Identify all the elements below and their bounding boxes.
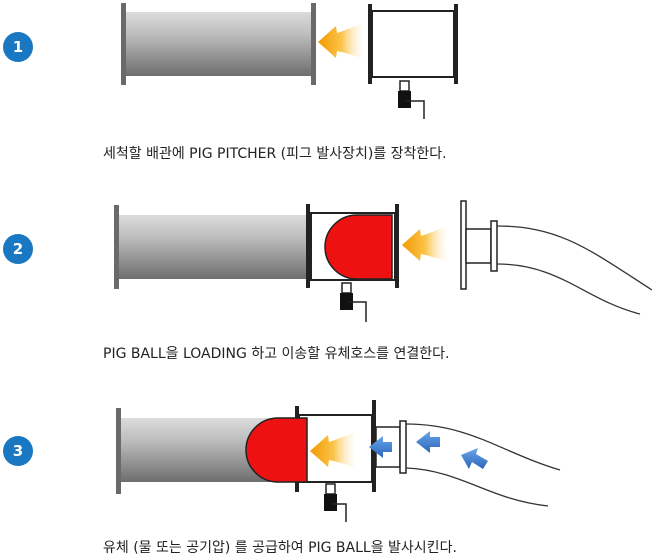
flow-arrow-orange	[318, 22, 365, 60]
fluid-hose	[496, 225, 652, 315]
hose-connector	[460, 200, 498, 290]
pig-ball	[245, 417, 308, 483]
step-badge-1: 1	[3, 32, 33, 62]
flow-arrow-blue	[369, 436, 392, 458]
step-badge-2: 2	[3, 234, 33, 264]
flow-arrow-orange	[402, 225, 449, 263]
fluid-hose	[405, 423, 561, 507]
flow-arrow-orange	[310, 431, 357, 469]
step-1-caption: 세척할 배관에 PIG PITCHER (피그 발사장치)를 장착한다.	[103, 146, 447, 162]
valve-handle	[398, 80, 425, 119]
valve-handle	[340, 282, 367, 322]
pipe	[114, 205, 312, 289]
valve-handle	[324, 483, 347, 522]
pig-pitcher	[368, 4, 458, 84]
step-2-illustration	[114, 200, 652, 322]
step-3-caption: 유체 (물 또는 공기압) 를 공급하여 PIG BALL을 발사시킨다.	[103, 540, 457, 556]
step-badge-3: 3	[3, 436, 33, 466]
step-3-illustration	[116, 400, 561, 522]
flow-arrow-blue	[461, 448, 488, 469]
step-1-illustration	[121, 3, 458, 119]
pig-ball	[324, 214, 393, 280]
pipe	[121, 3, 316, 85]
flow-arrow-blue	[416, 431, 440, 453]
step-2-caption: PIG BALL을 LOADING 하고 이송할 유체호스를 연결한다.	[103, 346, 450, 362]
